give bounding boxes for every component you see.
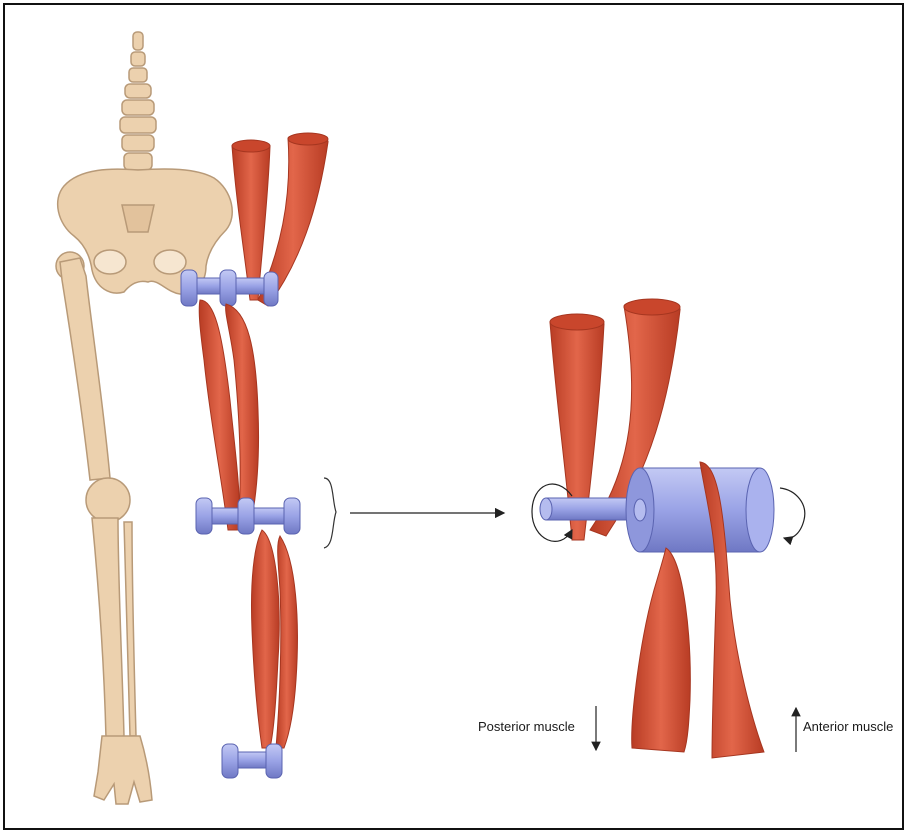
detail-drum	[640, 468, 760, 552]
spine	[120, 32, 156, 170]
skeleton-illustration	[56, 32, 232, 804]
knee-bracket	[324, 478, 336, 548]
tibia	[92, 518, 124, 738]
ankle-pulley	[222, 744, 282, 778]
knee-pulley	[196, 498, 300, 534]
detail-muscle-posterior-lower	[632, 548, 691, 752]
posterior-muscle-label: Posterior muscle	[478, 719, 575, 734]
knee	[86, 478, 130, 522]
anterior-muscle-label: Anterior muscle	[803, 719, 893, 734]
muscle-calf-posterior	[251, 530, 279, 748]
rotation-arrow-right	[780, 488, 805, 538]
femur	[60, 258, 110, 480]
joint-detail	[532, 299, 805, 758]
fibula	[124, 522, 136, 736]
foot	[94, 736, 152, 804]
